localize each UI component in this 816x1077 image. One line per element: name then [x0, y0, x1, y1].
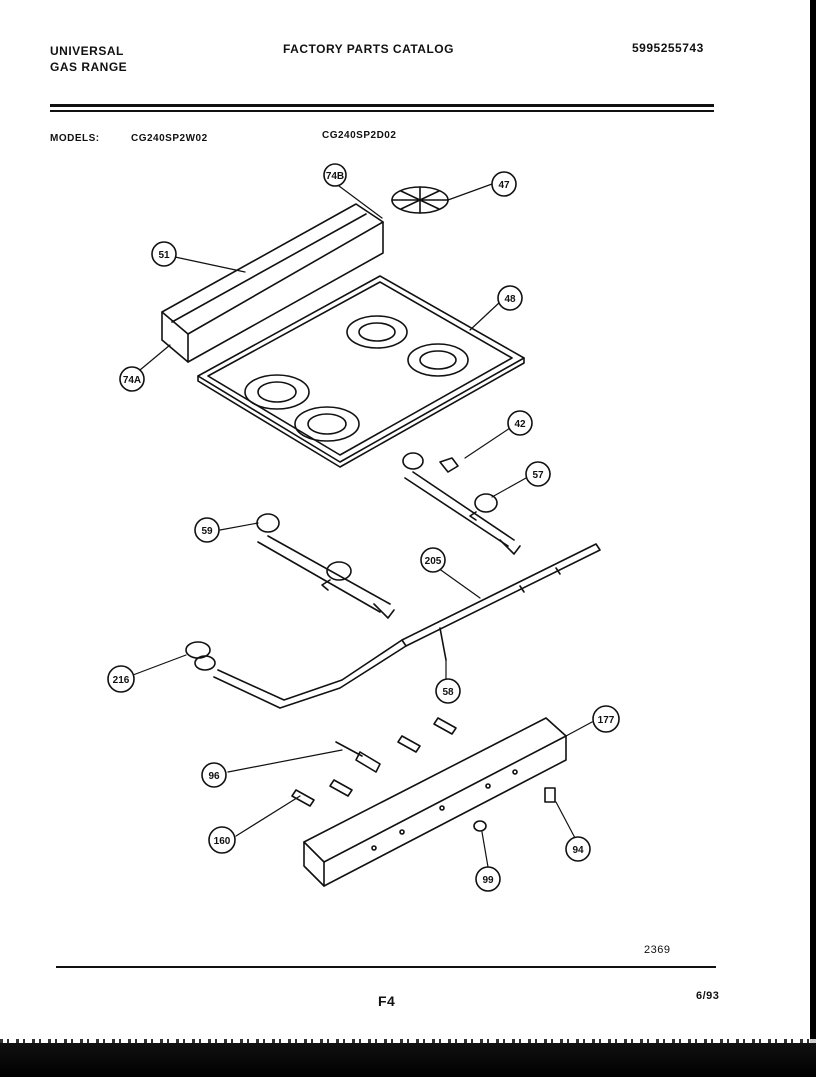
- svg-text:94: 94: [572, 845, 584, 856]
- callout-74b: 74B: [323, 163, 347, 187]
- burner-grate: [391, 186, 449, 214]
- callout-51: 51: [151, 241, 177, 267]
- svg-text:74B: 74B: [326, 171, 344, 182]
- rear-burner-assembly: [402, 452, 521, 555]
- svg-text:58: 58: [442, 687, 454, 698]
- scan-edge-right: [810, 0, 816, 1077]
- svg-text:216: 216: [113, 675, 130, 686]
- gas-supply-tube: [185, 639, 407, 709]
- footer-rule: [56, 966, 716, 968]
- callout-57: 57: [525, 461, 551, 487]
- leader-lines: [132, 182, 593, 868]
- scan-edge-bottom: [0, 1043, 816, 1077]
- cooktop: [197, 275, 525, 468]
- brand-line-2: GAS RANGE: [50, 60, 128, 74]
- svg-text:160: 160: [214, 836, 231, 847]
- callout-42: 42: [507, 410, 533, 436]
- callout-59: 59: [194, 517, 220, 543]
- backguard: [161, 203, 384, 363]
- callout-74a: 74A: [119, 366, 145, 392]
- brand-line-1: UNIVERSAL: [50, 44, 124, 58]
- manifold-pipe: [401, 543, 601, 661]
- callout-94: 94: [565, 836, 591, 862]
- control-panel: [303, 717, 567, 887]
- svg-text:51: 51: [158, 250, 170, 261]
- catalog-number: 5995255743: [632, 41, 704, 55]
- model-a: CG240SP2W02: [131, 133, 208, 144]
- control-valves: [291, 717, 457, 807]
- page-number: F4: [378, 993, 396, 1009]
- models-label: MODELS:: [50, 133, 100, 144]
- svg-text:47: 47: [498, 180, 510, 191]
- callout-bubbles: 74B 47 51 48 74A 42 57 59 205 216 58 177…: [107, 163, 620, 892]
- svg-text:96: 96: [208, 771, 220, 782]
- figure-code: 2369: [644, 944, 671, 956]
- catalog-title: FACTORY PARTS CATALOG: [283, 42, 454, 56]
- callout-58: 58: [435, 678, 461, 704]
- front-burner-assembly: [256, 513, 395, 619]
- svg-text:205: 205: [425, 556, 442, 567]
- catalog-date: 6/93: [696, 990, 720, 1002]
- callout-205: 205: [420, 547, 446, 573]
- svg-text:74A: 74A: [123, 375, 141, 386]
- callout-177: 177: [592, 705, 620, 733]
- callout-96: 96: [201, 762, 227, 788]
- callout-216: 216: [107, 665, 135, 693]
- svg-text:42: 42: [514, 419, 526, 430]
- callout-160: 160: [208, 826, 236, 854]
- header-rule-thin: [50, 110, 714, 112]
- callout-99: 99: [475, 866, 501, 892]
- svg-text:57: 57: [532, 470, 544, 481]
- model-b: CG240SP2D02: [322, 130, 397, 141]
- callout-47: 47: [491, 171, 517, 197]
- svg-text:177: 177: [598, 715, 615, 726]
- svg-text:59: 59: [201, 526, 213, 537]
- svg-text:99: 99: [482, 875, 494, 886]
- svg-text:48: 48: [504, 294, 516, 305]
- header-rule-thick: [50, 104, 714, 107]
- callout-48: 48: [497, 285, 523, 311]
